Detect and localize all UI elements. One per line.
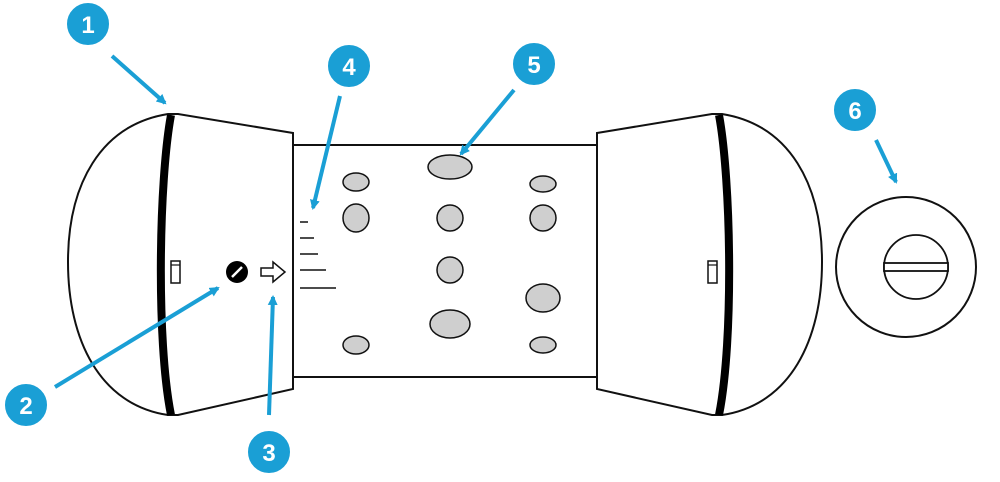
leader-arrow-6 — [874, 139, 898, 184]
tread-dot — [429, 309, 471, 339]
tread-dots — [342, 154, 561, 355]
end-cap-seam — [156, 114, 175, 416]
screw-icon — [226, 261, 248, 283]
tread-dot — [342, 203, 370, 233]
callout-3: 3 — [246, 429, 292, 475]
tread-dot — [342, 172, 370, 192]
leader-arrow-4 — [310, 95, 342, 210]
end-cap-seam-right — [715, 114, 734, 416]
callout-1: 1 — [65, 1, 111, 47]
leader-arrow-5 — [459, 88, 516, 156]
leader-arrow-3 — [267, 295, 278, 416]
level-scale-icon — [300, 221, 336, 289]
leader-arrow-1 — [110, 54, 167, 105]
callout-2: 2 — [3, 382, 49, 428]
right-end-cap — [596, 113, 824, 416]
left-end-cap — [66, 113, 294, 416]
tread-dot — [525, 283, 561, 313]
direction-arrow-icon — [260, 260, 287, 284]
slot-icon — [707, 260, 718, 284]
leader-arrows — [53, 54, 898, 416]
tread-dot — [529, 336, 557, 354]
slot-icon — [170, 260, 181, 284]
callout-6: 6 — [832, 87, 878, 133]
callout-4: 4 — [326, 43, 372, 89]
separate-cap — [835, 196, 977, 338]
callout-3-label: 3 — [262, 440, 275, 467]
tread-dot — [427, 154, 473, 180]
tread-dot — [529, 204, 557, 232]
tread-dot — [529, 175, 557, 193]
callout-2-label: 2 — [19, 393, 32, 420]
callout-4-label: 4 — [342, 54, 356, 81]
callout-5: 5 — [511, 41, 557, 87]
callout-5-label: 5 — [527, 52, 540, 79]
tread-dot — [342, 335, 370, 355]
tread-dot — [436, 256, 464, 284]
leader-arrow-2 — [53, 286, 220, 389]
callout-1-label: 1 — [81, 12, 94, 39]
tread-dot — [436, 204, 464, 232]
callout-6-label: 6 — [848, 98, 861, 125]
